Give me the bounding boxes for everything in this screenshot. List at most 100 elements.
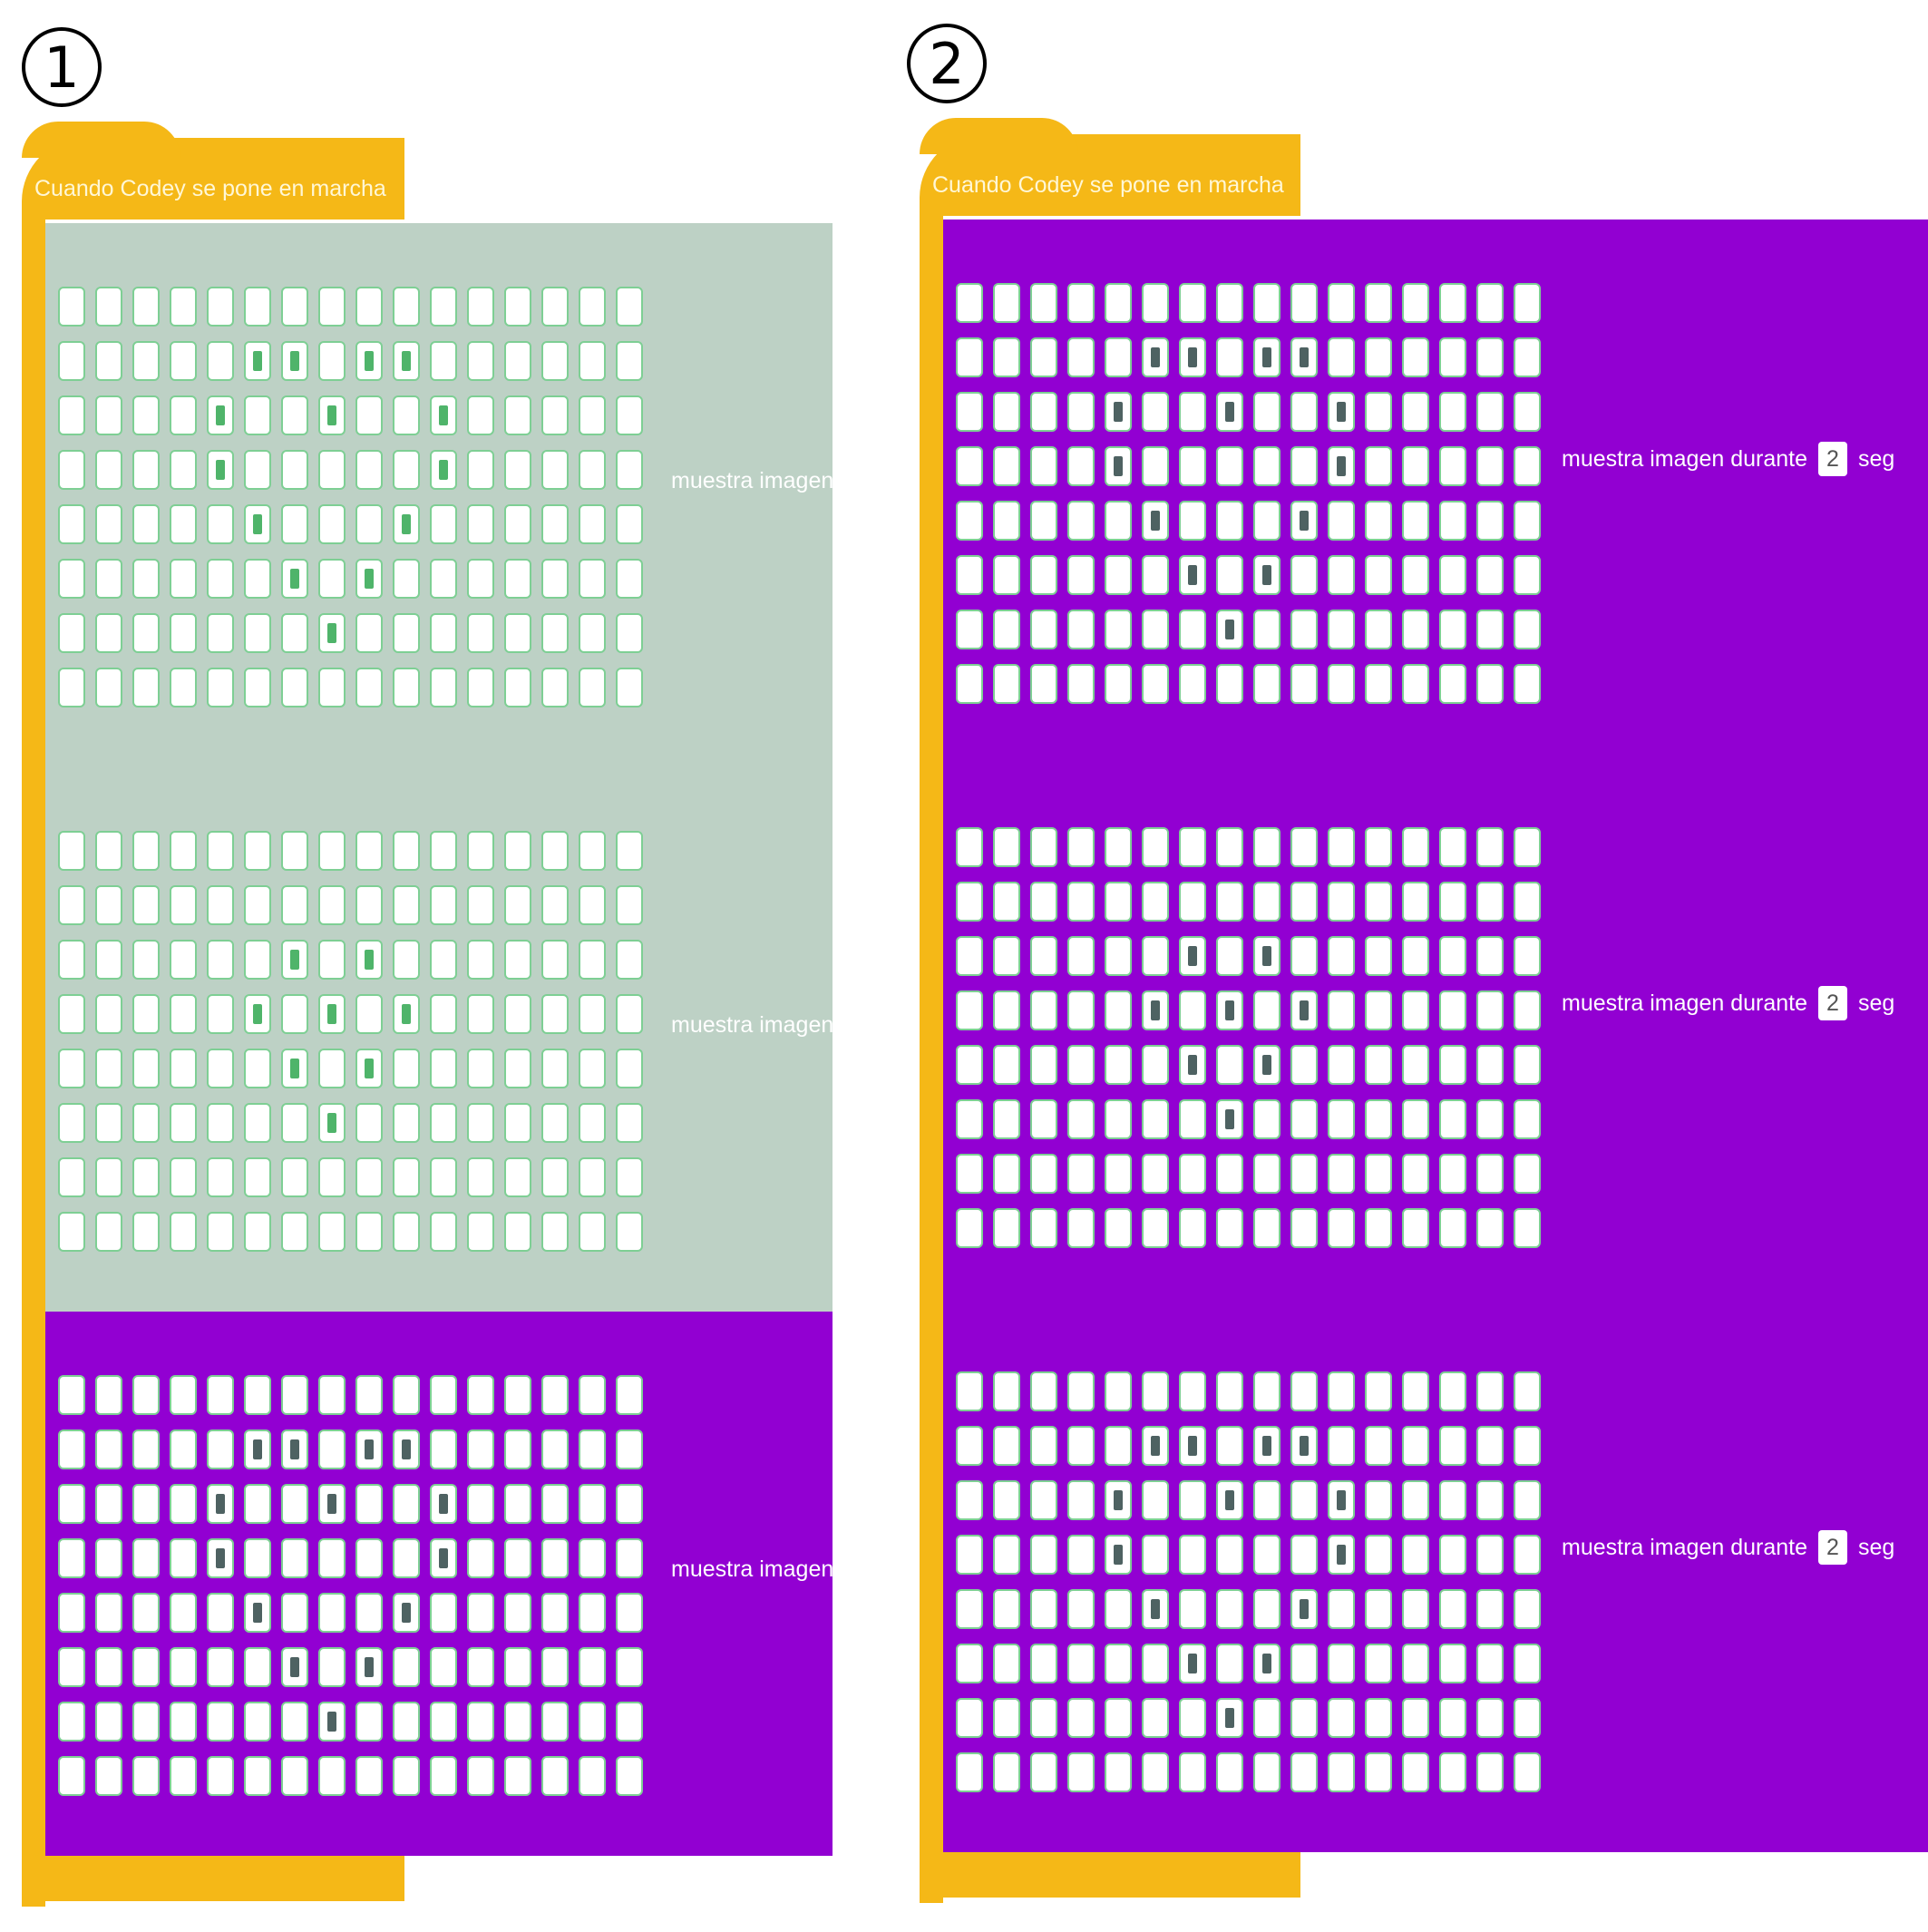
led-pixel-off[interactable]: [1290, 1480, 1318, 1520]
led-pixel-on[interactable]: [281, 1049, 308, 1088]
led-pixel-off[interactable]: [95, 668, 122, 707]
led-pixel-off[interactable]: [541, 1375, 569, 1415]
led-pixel-off[interactable]: [1476, 1099, 1504, 1139]
led-pixel-off[interactable]: [1179, 882, 1206, 922]
led-pixel-off[interactable]: [1216, 1535, 1243, 1575]
led-pixel-off[interactable]: [393, 1212, 420, 1252]
led-pixel-off[interactable]: [430, 940, 457, 980]
led-pixel-off[interactable]: [132, 1212, 160, 1252]
led-pixel-off[interactable]: [1142, 882, 1169, 922]
led-pixel-off[interactable]: [1105, 1208, 1132, 1248]
led-pixel-off[interactable]: [1030, 664, 1057, 704]
led-pixel-on[interactable]: [1290, 501, 1318, 541]
led-pixel-off[interactable]: [1179, 1480, 1206, 1520]
led-pixel-off[interactable]: [95, 1049, 122, 1088]
led-pixel-off[interactable]: [95, 1702, 122, 1742]
led-pixel-off[interactable]: [504, 831, 531, 871]
led-pixel-off[interactable]: [132, 450, 160, 490]
led-pixel-off[interactable]: [1105, 1371, 1132, 1411]
led-pixel-off[interactable]: [1476, 936, 1504, 976]
led-pixel-off[interactable]: [1402, 1480, 1429, 1520]
led-pixel-off[interactable]: [132, 940, 160, 980]
led-pixel-off[interactable]: [1030, 1371, 1057, 1411]
led-pixel-off[interactable]: [1290, 827, 1318, 867]
led-pixel-off[interactable]: [318, 1593, 346, 1633]
led-pixel-off[interactable]: [1216, 827, 1243, 867]
led-pixel-off[interactable]: [430, 287, 457, 327]
led-pixel-off[interactable]: [467, 1593, 494, 1633]
led-pixel-off[interactable]: [541, 1538, 569, 1578]
led-pixel-off[interactable]: [355, 994, 383, 1034]
led-pixel-off[interactable]: [1402, 1752, 1429, 1792]
led-pixel-off[interactable]: [1105, 882, 1132, 922]
led-pixel-on[interactable]: [244, 341, 271, 381]
led-pixel-off[interactable]: [1030, 990, 1057, 1030]
led-pixel-off[interactable]: [1328, 1644, 1355, 1683]
led-pixel-off[interactable]: [1067, 1208, 1095, 1248]
led-pixel-off[interactable]: [1105, 1752, 1132, 1792]
led-pixel-off[interactable]: [956, 392, 983, 432]
led-pixel-off[interactable]: [1216, 664, 1243, 704]
led-pixel-off[interactable]: [132, 1049, 160, 1088]
led-pixel-off[interactable]: [1402, 882, 1429, 922]
led-pixel-off[interactable]: [541, 1049, 569, 1088]
led-pixel-on[interactable]: [1216, 1698, 1243, 1738]
led-pixel-off[interactable]: [1328, 1045, 1355, 1085]
led-pixel-off[interactable]: [170, 1538, 197, 1578]
led-pixel-off[interactable]: [207, 940, 234, 980]
led-pixel-off[interactable]: [355, 831, 383, 871]
led-pixel-off[interactable]: [1030, 1099, 1057, 1139]
led-pixel-off[interactable]: [1067, 501, 1095, 541]
led-pixel-off[interactable]: [1402, 1099, 1429, 1139]
led-pixel-off[interactable]: [244, 1049, 271, 1088]
led-pixel-off[interactable]: [170, 831, 197, 871]
led-pixel-on[interactable]: [281, 559, 308, 599]
led-pixel-off[interactable]: [1328, 664, 1355, 704]
led-pixel-on[interactable]: [355, 559, 383, 599]
led-pixel-off[interactable]: [1142, 610, 1169, 649]
led-pixel-off[interactable]: [95, 504, 122, 544]
led-pixel-off[interactable]: [170, 287, 197, 327]
led-pixel-off[interactable]: [1476, 392, 1504, 432]
led-pixel-off[interactable]: [1105, 1426, 1132, 1466]
led-pixel-off[interactable]: [1365, 936, 1392, 976]
led-pixel-off[interactable]: [1402, 990, 1429, 1030]
led-pixel-off[interactable]: [1105, 555, 1132, 595]
led-pixel-off[interactable]: [1067, 882, 1095, 922]
led-pixel-on[interactable]: [1142, 501, 1169, 541]
led-pixel-off[interactable]: [244, 1103, 271, 1143]
led-pixel-off[interactable]: [281, 1212, 308, 1252]
led-pixel-off[interactable]: [616, 613, 643, 653]
led-pixel-off[interactable]: [1067, 1154, 1095, 1194]
led-pixel-off[interactable]: [170, 450, 197, 490]
led-pixel-off[interactable]: [1514, 827, 1541, 867]
led-pixel-off[interactable]: [355, 668, 383, 707]
led-pixel-off[interactable]: [1290, 1099, 1318, 1139]
led-pixel-off[interactable]: [318, 940, 346, 980]
led-pixel-off[interactable]: [467, 1538, 494, 1578]
led-pixel-off[interactable]: [1030, 610, 1057, 649]
led-pixel-off[interactable]: [1216, 283, 1243, 323]
led-pixel-off[interactable]: [1290, 1154, 1318, 1194]
led-pixel-off[interactable]: [1476, 1480, 1504, 1520]
led-pixel-on[interactable]: [1179, 555, 1206, 595]
led-pixel-off[interactable]: [541, 287, 569, 327]
led-pixel-off[interactable]: [244, 1647, 271, 1687]
led-pixel-off[interactable]: [1105, 337, 1132, 377]
led-pixel-off[interactable]: [58, 668, 85, 707]
led-pixel-off[interactable]: [318, 341, 346, 381]
led-pixel-off[interactable]: [504, 1647, 531, 1687]
led-pixel-off[interactable]: [993, 555, 1020, 595]
led-pixel-off[interactable]: [170, 1484, 197, 1524]
led-pixel-off[interactable]: [1030, 501, 1057, 541]
led-pixel-off[interactable]: [58, 1484, 85, 1524]
led-pixel-off[interactable]: [1476, 1154, 1504, 1194]
led-pixel-off[interactable]: [393, 613, 420, 653]
led-pixel-off[interactable]: [993, 1099, 1020, 1139]
led-pixel-off[interactable]: [1365, 1099, 1392, 1139]
led-pixel-off[interactable]: [58, 1212, 85, 1252]
led-pixel-off[interactable]: [993, 1045, 1020, 1085]
led-pixel-off[interactable]: [355, 1212, 383, 1252]
led-pixel-off[interactable]: [1290, 1535, 1318, 1575]
led-pixel-off[interactable]: [393, 559, 420, 599]
